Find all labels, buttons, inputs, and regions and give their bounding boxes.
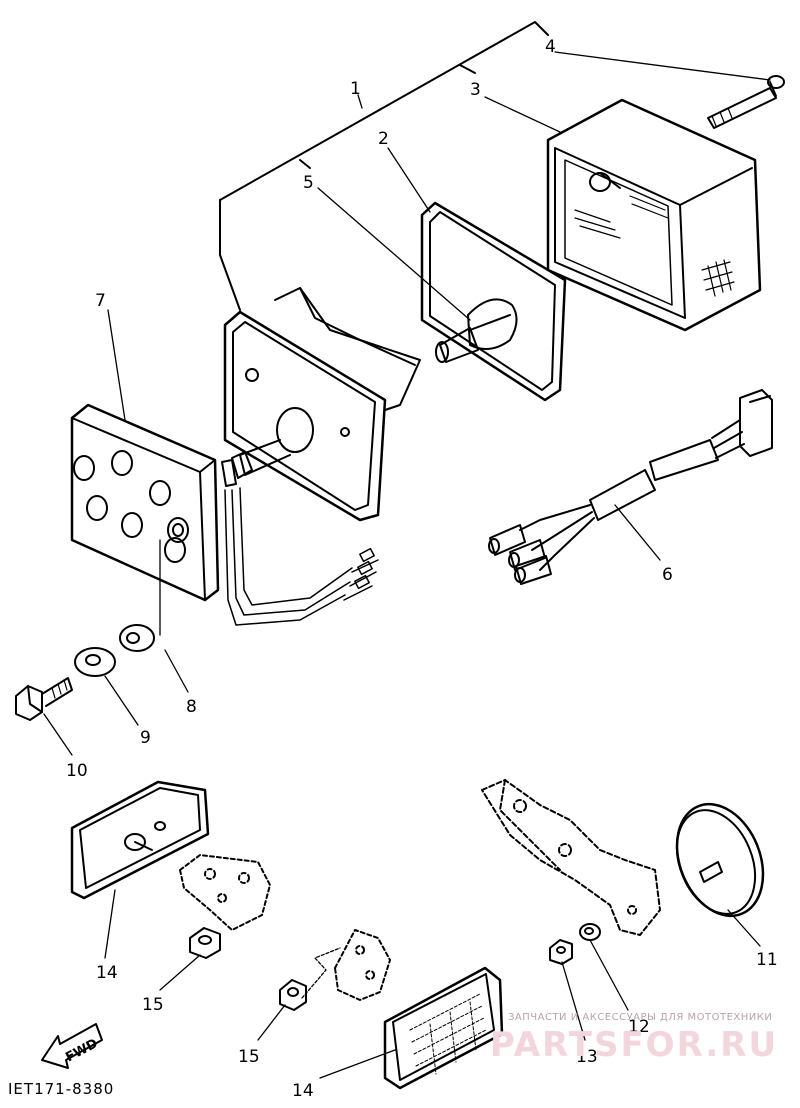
callout-6: 6	[662, 565, 673, 585]
nut-15-left	[189, 927, 221, 959]
watermark-tagline: ЗАПЧАСТИ И АКСЕССУАРЫ ДЛЯ МОТОТЕХНИКИ	[508, 1012, 772, 1023]
leader-lines	[43, 51, 771, 1079]
callout-15-left: 15	[142, 995, 164, 1015]
bracket-middle	[334, 929, 391, 1001]
reflector-left	[70, 780, 210, 900]
callout-11: 11	[756, 950, 778, 970]
callout-13: 13	[576, 1047, 598, 1067]
callout-labels: 4 3 1 2 5 7 6 8 9 10 11 12 13 14 14 15 1…	[66, 37, 778, 1101]
callout-1: 1	[350, 79, 361, 99]
diagram-code: IET171-8380	[8, 1080, 114, 1098]
callout-5: 5	[303, 173, 314, 193]
callout-15-right: 15	[238, 1047, 260, 1067]
bolt-10	[15, 677, 73, 721]
watermark: ЗАПЧАСТИ И АКСЕССУАРЫ ДЛЯ МОТОТЕХНИКИ PA…	[490, 1012, 778, 1065]
washer-9	[74, 647, 116, 677]
callout-14-right: 14	[292, 1081, 314, 1101]
bracket-left	[179, 854, 271, 931]
fwd-label: FWD	[63, 1036, 100, 1065]
watermark-brand: PARTSFOR.RU	[490, 1025, 778, 1065]
callout-10: 10	[66, 761, 88, 781]
callout-9: 9	[140, 728, 151, 748]
reflector-right	[383, 966, 504, 1090]
nut-15-right	[279, 979, 307, 1011]
nut-13	[549, 939, 573, 965]
bracket-large	[481, 779, 661, 936]
assembly-bracket	[219, 21, 549, 311]
washer-8	[119, 624, 155, 652]
wire-harness	[488, 389, 773, 585]
lamp-base	[221, 287, 421, 522]
round-reflector	[675, 802, 765, 918]
screw-4	[707, 75, 785, 129]
callout-4: 4	[545, 37, 556, 57]
fwd-arrow-icon: FWD	[41, 1023, 103, 1069]
callout-2: 2	[378, 129, 389, 149]
callout-14-left: 14	[96, 963, 118, 983]
gasket	[420, 201, 567, 402]
washer-12	[579, 923, 601, 941]
tail-lamp-lens	[546, 98, 762, 332]
callout-12: 12	[628, 1017, 650, 1037]
base-wiring	[224, 487, 379, 626]
cover-plate	[70, 403, 220, 602]
callout-3: 3	[470, 80, 481, 100]
callout-8: 8	[186, 697, 197, 717]
bulb	[435, 298, 518, 363]
callout-7: 7	[95, 291, 106, 311]
